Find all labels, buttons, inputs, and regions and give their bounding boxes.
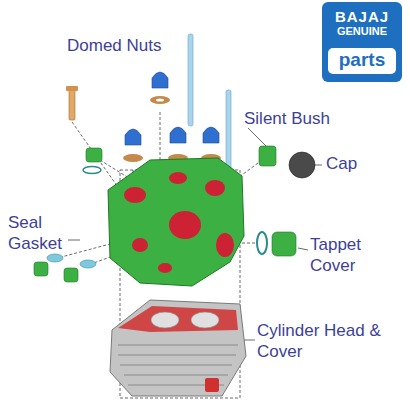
green-bolt <box>64 268 78 282</box>
cylinder-head-cover <box>108 158 244 286</box>
combustion-port <box>151 312 179 328</box>
guide-line <box>72 122 120 190</box>
o-ring <box>257 232 267 254</box>
part-label: Silent Bush <box>244 108 354 129</box>
port <box>169 211 201 239</box>
part-label: Domed Nuts <box>67 35 187 56</box>
leader-line <box>68 240 80 241</box>
fin <box>124 375 228 376</box>
silent-bush <box>259 146 276 166</box>
tappet-cover <box>272 232 296 256</box>
port <box>158 263 172 273</box>
washer-hole <box>156 98 164 101</box>
port <box>132 238 148 252</box>
orange-bolt-head <box>66 86 78 91</box>
leader-lines <box>68 128 322 340</box>
brand-text: GENUINE <box>322 25 402 38</box>
fin <box>120 365 232 366</box>
washer <box>123 154 143 162</box>
domed-nut <box>152 72 168 88</box>
leader-line <box>298 248 308 250</box>
cover-ports <box>124 172 234 273</box>
port <box>216 233 234 257</box>
part-label: Seal Gasket <box>8 212 70 254</box>
domed-nut <box>203 127 219 143</box>
brand-tag-box: parts <box>328 48 396 74</box>
seal-gasket-washer <box>47 254 63 262</box>
part-label: Cylinder Head & Cover <box>257 320 405 362</box>
domed-nut-set <box>123 72 221 162</box>
green-plug <box>86 148 102 162</box>
brand-text: BAJAJ <box>322 8 402 25</box>
fin <box>118 355 236 356</box>
part-label: Tappet Cover <box>310 234 400 276</box>
port <box>205 180 225 196</box>
green-bolt <box>34 262 48 276</box>
brand-logo-box: BAJAJGENUINE parts <box>322 2 402 82</box>
o-ring <box>83 167 101 174</box>
cooling-fins <box>118 345 238 385</box>
orange-bolt <box>69 88 75 120</box>
port <box>169 172 187 184</box>
domed-nut <box>125 129 141 145</box>
seal-gasket-washer <box>80 260 96 268</box>
cap <box>289 152 315 178</box>
long-stud <box>188 34 193 126</box>
brand-text: parts <box>328 49 396 71</box>
leader-line <box>248 128 268 148</box>
head-gasket-surface <box>118 306 238 332</box>
combustion-port <box>191 312 219 328</box>
fin <box>118 345 238 346</box>
red-spigot <box>205 378 219 392</box>
cylinder-head <box>110 300 246 396</box>
domed-nut <box>170 127 186 143</box>
washer <box>150 96 170 104</box>
part-label: Cap <box>326 153 376 174</box>
guide-line <box>240 243 255 244</box>
port <box>124 187 146 203</box>
